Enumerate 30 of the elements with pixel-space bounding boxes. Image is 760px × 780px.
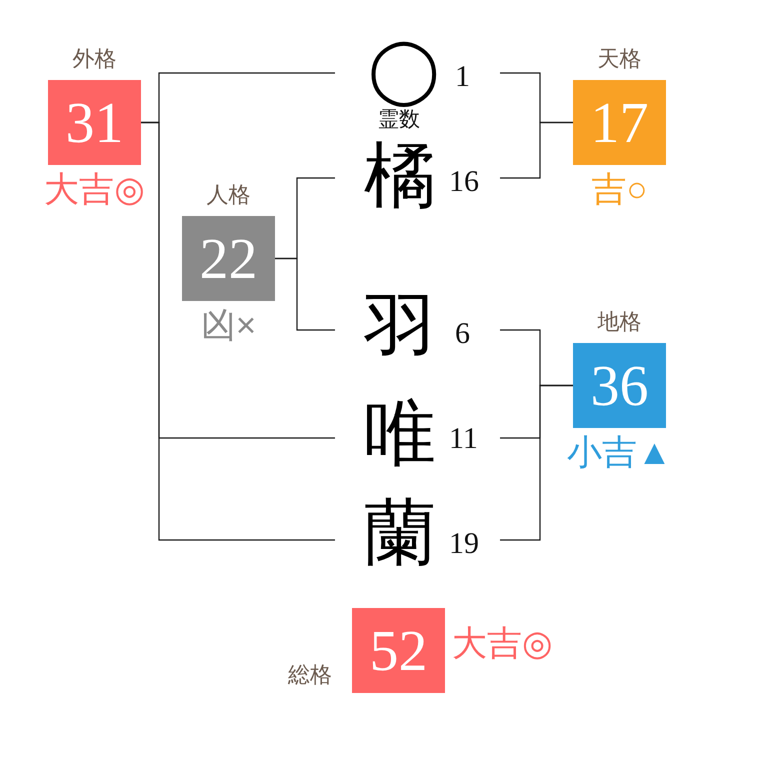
stroke-count: 19: [449, 527, 479, 561]
category-heading: 人格: [206, 182, 250, 208]
fortune-label: 吉○: [591, 170, 648, 210]
name-kanji: 羽: [364, 291, 436, 363]
score-tile: 31: [48, 80, 141, 165]
score-tile: 36: [573, 343, 666, 428]
name-kanji: 唯: [364, 398, 436, 470]
stroke-count: 6: [455, 317, 470, 351]
bracket-line: [500, 122, 573, 179]
bracket-line: [275, 258, 335, 331]
stroke-count: 11: [449, 422, 478, 456]
category-heading: 地格: [598, 309, 642, 335]
caption-label: 霊数: [378, 108, 420, 132]
fortune-label: 大吉◎: [452, 624, 553, 664]
score-tile: 17: [573, 80, 666, 165]
category-heading: 外格: [72, 46, 116, 72]
stroke-count: 16: [449, 165, 479, 199]
score-tile: 52: [352, 608, 445, 693]
score-tile: 22: [182, 216, 275, 301]
bracket-line: [500, 384, 573, 541]
bracket-line: [141, 122, 335, 541]
category-heading: 総格: [288, 662, 332, 688]
stroke-count: 1: [455, 60, 470, 94]
fortune-label: 大吉◎: [44, 170, 145, 210]
name-kanji: 蘭: [364, 497, 436, 569]
fortune-label: 小吉▲: [567, 433, 672, 473]
category-heading: 天格: [598, 46, 642, 72]
name-kanji: 橘: [364, 140, 436, 212]
fortune-label: 凶×: [200, 306, 256, 346]
circle-mark: ◯: [367, 33, 441, 108]
